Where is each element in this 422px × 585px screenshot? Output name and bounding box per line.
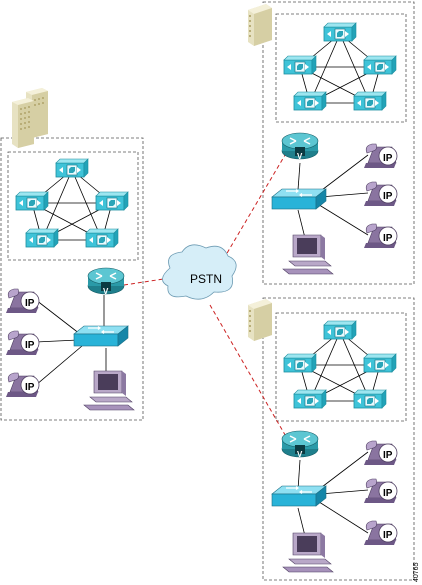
pstn-cloud: PSTN <box>162 244 237 300</box>
router-label: V <box>297 152 303 161</box>
server-icon <box>15 191 49 211</box>
site-top-right-cluster-boundary <box>275 13 407 123</box>
workstation-icon <box>282 532 334 573</box>
server-icon <box>353 389 387 409</box>
ip-phone-bottom-right-3: IP <box>363 520 398 546</box>
server-icon <box>363 353 397 373</box>
router-top-right: V <box>281 132 319 161</box>
ip-phone-top-right-1: IP <box>363 143 398 169</box>
site-top-right-cluster <box>283 22 397 111</box>
ip-phone-bottom-right-2: IP <box>363 478 398 504</box>
ip-phone-label: IP <box>25 298 35 309</box>
server-icon <box>293 389 327 409</box>
building-bottom-right-icon <box>248 299 272 341</box>
ip-phone-top-right-3: IP <box>363 223 398 249</box>
switch-icon <box>271 188 327 210</box>
switch-icon <box>73 325 129 347</box>
server-icon <box>363 55 397 75</box>
ip-phone-left-3: IP <box>5 372 40 398</box>
server-icon <box>283 55 317 75</box>
ip-phone-label: IP <box>25 340 35 351</box>
server-icon <box>85 228 119 248</box>
site-bottom-right-cluster <box>283 320 397 409</box>
switch-icon <box>271 485 327 507</box>
server-icon <box>293 91 327 111</box>
router-label: V <box>103 287 109 296</box>
figure-id: 40765 <box>413 562 420 582</box>
workstation-icon <box>83 370 135 411</box>
ip-phone-top-right-2: IP <box>363 181 398 207</box>
site-bottom-right-cluster-boundary <box>275 312 407 422</box>
ip-phone-label: IP <box>383 450 393 461</box>
building-top-right-icon <box>248 4 272 46</box>
ip-phone-label: IP <box>383 488 393 499</box>
ip-phone-left-1: IP <box>5 288 40 314</box>
ip-phone-bottom-right-1: IP <box>363 440 398 466</box>
ip-phone-label: IP <box>383 153 393 164</box>
pstn-label: PSTN <box>190 272 222 286</box>
building-left-icon <box>12 88 48 148</box>
access-links <box>35 154 369 537</box>
ip-phone-label: IP <box>383 233 393 244</box>
server-icon <box>25 228 59 248</box>
server-icon <box>323 22 357 42</box>
site-left-boundary <box>0 137 144 421</box>
router-left: V <box>87 267 125 296</box>
ip-phone-label: IP <box>383 530 393 541</box>
server-icon <box>55 158 89 178</box>
site-left-cluster-boundary <box>7 151 139 261</box>
site-bottom-right-boundary <box>262 297 415 581</box>
ip-phone-label: IP <box>383 191 393 202</box>
site-top-right-boundary <box>262 1 415 285</box>
ip-phone-label: IP <box>25 382 35 393</box>
server-icon <box>95 191 129 211</box>
server-icon <box>323 320 357 340</box>
router-label: V <box>297 450 303 459</box>
ip-phone-left-2: IP <box>5 330 40 356</box>
router-bottom-right: V <box>281 430 319 459</box>
server-icon <box>283 353 317 373</box>
server-icon <box>353 91 387 111</box>
workstation-icon <box>282 234 334 275</box>
